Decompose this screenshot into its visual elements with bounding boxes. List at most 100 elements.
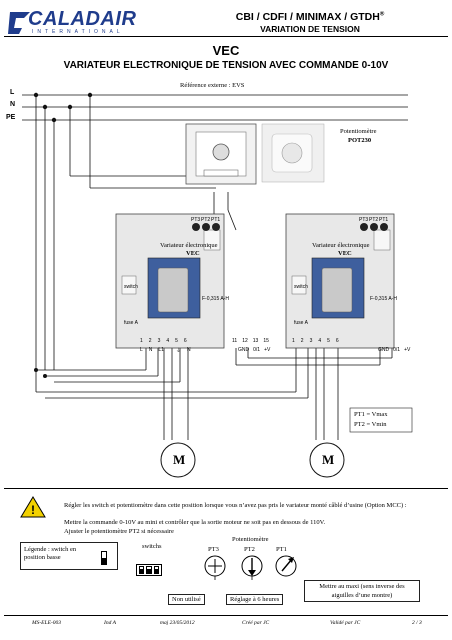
var1-terminal-names: L N L1 ⏚ N <box>140 347 220 354</box>
pot-label: Potentiomètre <box>340 128 377 135</box>
terminal-4: 4 <box>318 338 322 344</box>
var2-pt2: PT2 <box>369 217 379 223</box>
switches-label: switchs <box>142 543 162 550</box>
variator-2-label: Variateur électronique <box>312 242 370 249</box>
terminal-1: 1 <box>140 338 143 344</box>
motor-2-label: M <box>322 452 335 467</box>
legend-unused: Non utilisé <box>172 596 201 603</box>
terminal-3: 3 <box>309 338 313 344</box>
terminal-6: 6 <box>183 338 187 344</box>
legend-pot-header: Potentiomètre <box>232 536 269 543</box>
motor-1-label: M <box>173 452 186 467</box>
terminal-name-6: N <box>186 347 191 353</box>
note-line-2: Mettre la commande 0-10V au mini et cont… <box>64 519 326 526</box>
ctrl-name-01: 0/1 <box>393 347 401 353</box>
terminal-2: 2 <box>148 338 152 344</box>
pt2-dial-icon <box>241 555 263 577</box>
footer-validated: Validé par JC <box>330 620 361 626</box>
doc-subtitle: VARIATEUR ELECTRONIQUE DE TENSION AVEC C… <box>63 60 389 71</box>
var1-terminals: 1 2 3 4 5 6 <box>140 338 220 344</box>
variator-1-ref: VEC <box>186 250 200 257</box>
legend-six-hours-box: Réglage à 6 heures <box>226 594 284 605</box>
pt3-dial-icon <box>204 555 226 577</box>
legend-switch-icon <box>101 551 107 565</box>
switch-2 <box>146 566 152 574</box>
legend-label: Légende : switch en position basse <box>24 546 77 561</box>
legend-max-note: Mettre au maxi (sens inverse des aiguill… <box>319 583 405 599</box>
var1-pt3: PT3 <box>191 217 201 223</box>
ctrl-12: 12 <box>242 338 248 344</box>
legend-pt1: PT1 <box>276 546 287 553</box>
terminal-5: 5 <box>175 338 178 344</box>
var2-pt3: PT3 <box>359 217 369 223</box>
ctrl-name-gnd: GND <box>238 347 250 353</box>
header-subtitle: VARIATION DE TENSION <box>260 24 360 34</box>
line-label-n: N <box>10 101 16 108</box>
terminal-5: 5 <box>327 338 330 344</box>
footer-index: Ind A <box>104 620 116 626</box>
terminal-2: 2 <box>300 338 304 344</box>
footer-date: maj 23/05/2012 <box>160 620 195 626</box>
ctrl-name-v: +V <box>264 347 271 353</box>
header-title: CBI / CDFI / MINIMAX / GTDH® <box>235 11 385 23</box>
ctrl-name-v: +V <box>404 347 411 353</box>
note-line-1: Régler les switch et potentiomètre dans … <box>64 502 407 509</box>
external-reference: Référence externe : EVS <box>180 82 245 89</box>
ctrl-11: 11 <box>232 338 238 344</box>
legend-unused-box: Non utilisé <box>168 594 205 605</box>
terminal-name-5: ⏚ <box>175 348 181 354</box>
warning-icon: ! <box>20 496 46 518</box>
brand-tagline: INTERNATIONAL <box>32 29 124 35</box>
var1-fuse: fuse A <box>124 320 138 326</box>
variator-2-ref: VEC <box>338 250 352 257</box>
terminal-3: 3 <box>157 338 161 344</box>
var1-pt2: PT2 <box>201 217 211 223</box>
var1-ctrl-terminals: 11 12 13 15 <box>232 338 269 344</box>
legend-pt3: PT3 <box>208 546 219 553</box>
terminal-name-2: N <box>148 347 153 353</box>
var1-switch: switch <box>124 284 138 290</box>
ctrl-13: 13 <box>252 338 259 344</box>
switch-3 <box>153 566 159 574</box>
pt2-legend: PT2 = Vmin <box>354 421 387 428</box>
var1-fuse-ref: F-0,315 A-H <box>202 296 229 302</box>
wiring-diagram <box>22 92 413 478</box>
terminal-4: 4 <box>166 338 170 344</box>
footer-created: Créé par JC <box>242 620 270 626</box>
brand-name: CALADAIR <box>28 8 137 30</box>
line-label-pe: PE <box>6 114 16 121</box>
legend-six-hours: Réglage à 6 heures <box>230 596 280 603</box>
ctrl-15: 15 <box>263 338 269 344</box>
terminal-1: 1 <box>292 338 295 344</box>
footer-page: 2 / 3 <box>412 620 422 626</box>
var1-ctrl-names: GND 0/1 +V <box>238 347 270 353</box>
svg-text:!: ! <box>31 503 35 517</box>
legend-max-box: Mettre au maxi (sens inverse des aiguill… <box>304 580 420 602</box>
legend-pt2: PT2 <box>244 546 255 553</box>
terminal-name-1: L <box>140 347 143 353</box>
doc-title: VEC <box>212 43 240 58</box>
var2-pt1: PT1 <box>379 217 389 223</box>
ctrl-name-01: 0/1 <box>253 347 261 353</box>
footer-divider <box>4 615 448 616</box>
pt1-dial-icon <box>275 555 297 577</box>
footer-doc-ref: MS-ELE-003 <box>32 620 62 626</box>
note-line-3: Ajuster le potentiomètre PT2 si nécessai… <box>64 528 174 535</box>
var2-terminals: 1 2 3 4 5 6 <box>292 338 339 344</box>
caladair-logo-icon <box>8 12 30 34</box>
ctrl-name-gnd: GND <box>378 347 390 353</box>
switch-1 <box>139 566 145 574</box>
terminal-name-3: L1 <box>158 347 164 353</box>
header-divider <box>4 36 448 37</box>
line-label-l: L <box>10 89 15 96</box>
switch-block <box>136 564 162 576</box>
var2-ctrl-names: GND 0/1 +V <box>378 347 410 353</box>
pot-ref: POT230 <box>348 137 372 144</box>
var2-fuse-ref: F-0,315 A-H <box>370 296 397 302</box>
var1-pt1: PT1 <box>211 217 221 223</box>
variator-1-label: Variateur électronique <box>160 242 218 249</box>
legend-box: Légende : switch en position basse <box>20 542 118 570</box>
pt1-legend: PT1 = Vmax <box>354 411 388 418</box>
legend-pot-dials <box>204 555 297 580</box>
brand-logo: CALADAIR INTERNATIONAL <box>6 8 156 38</box>
